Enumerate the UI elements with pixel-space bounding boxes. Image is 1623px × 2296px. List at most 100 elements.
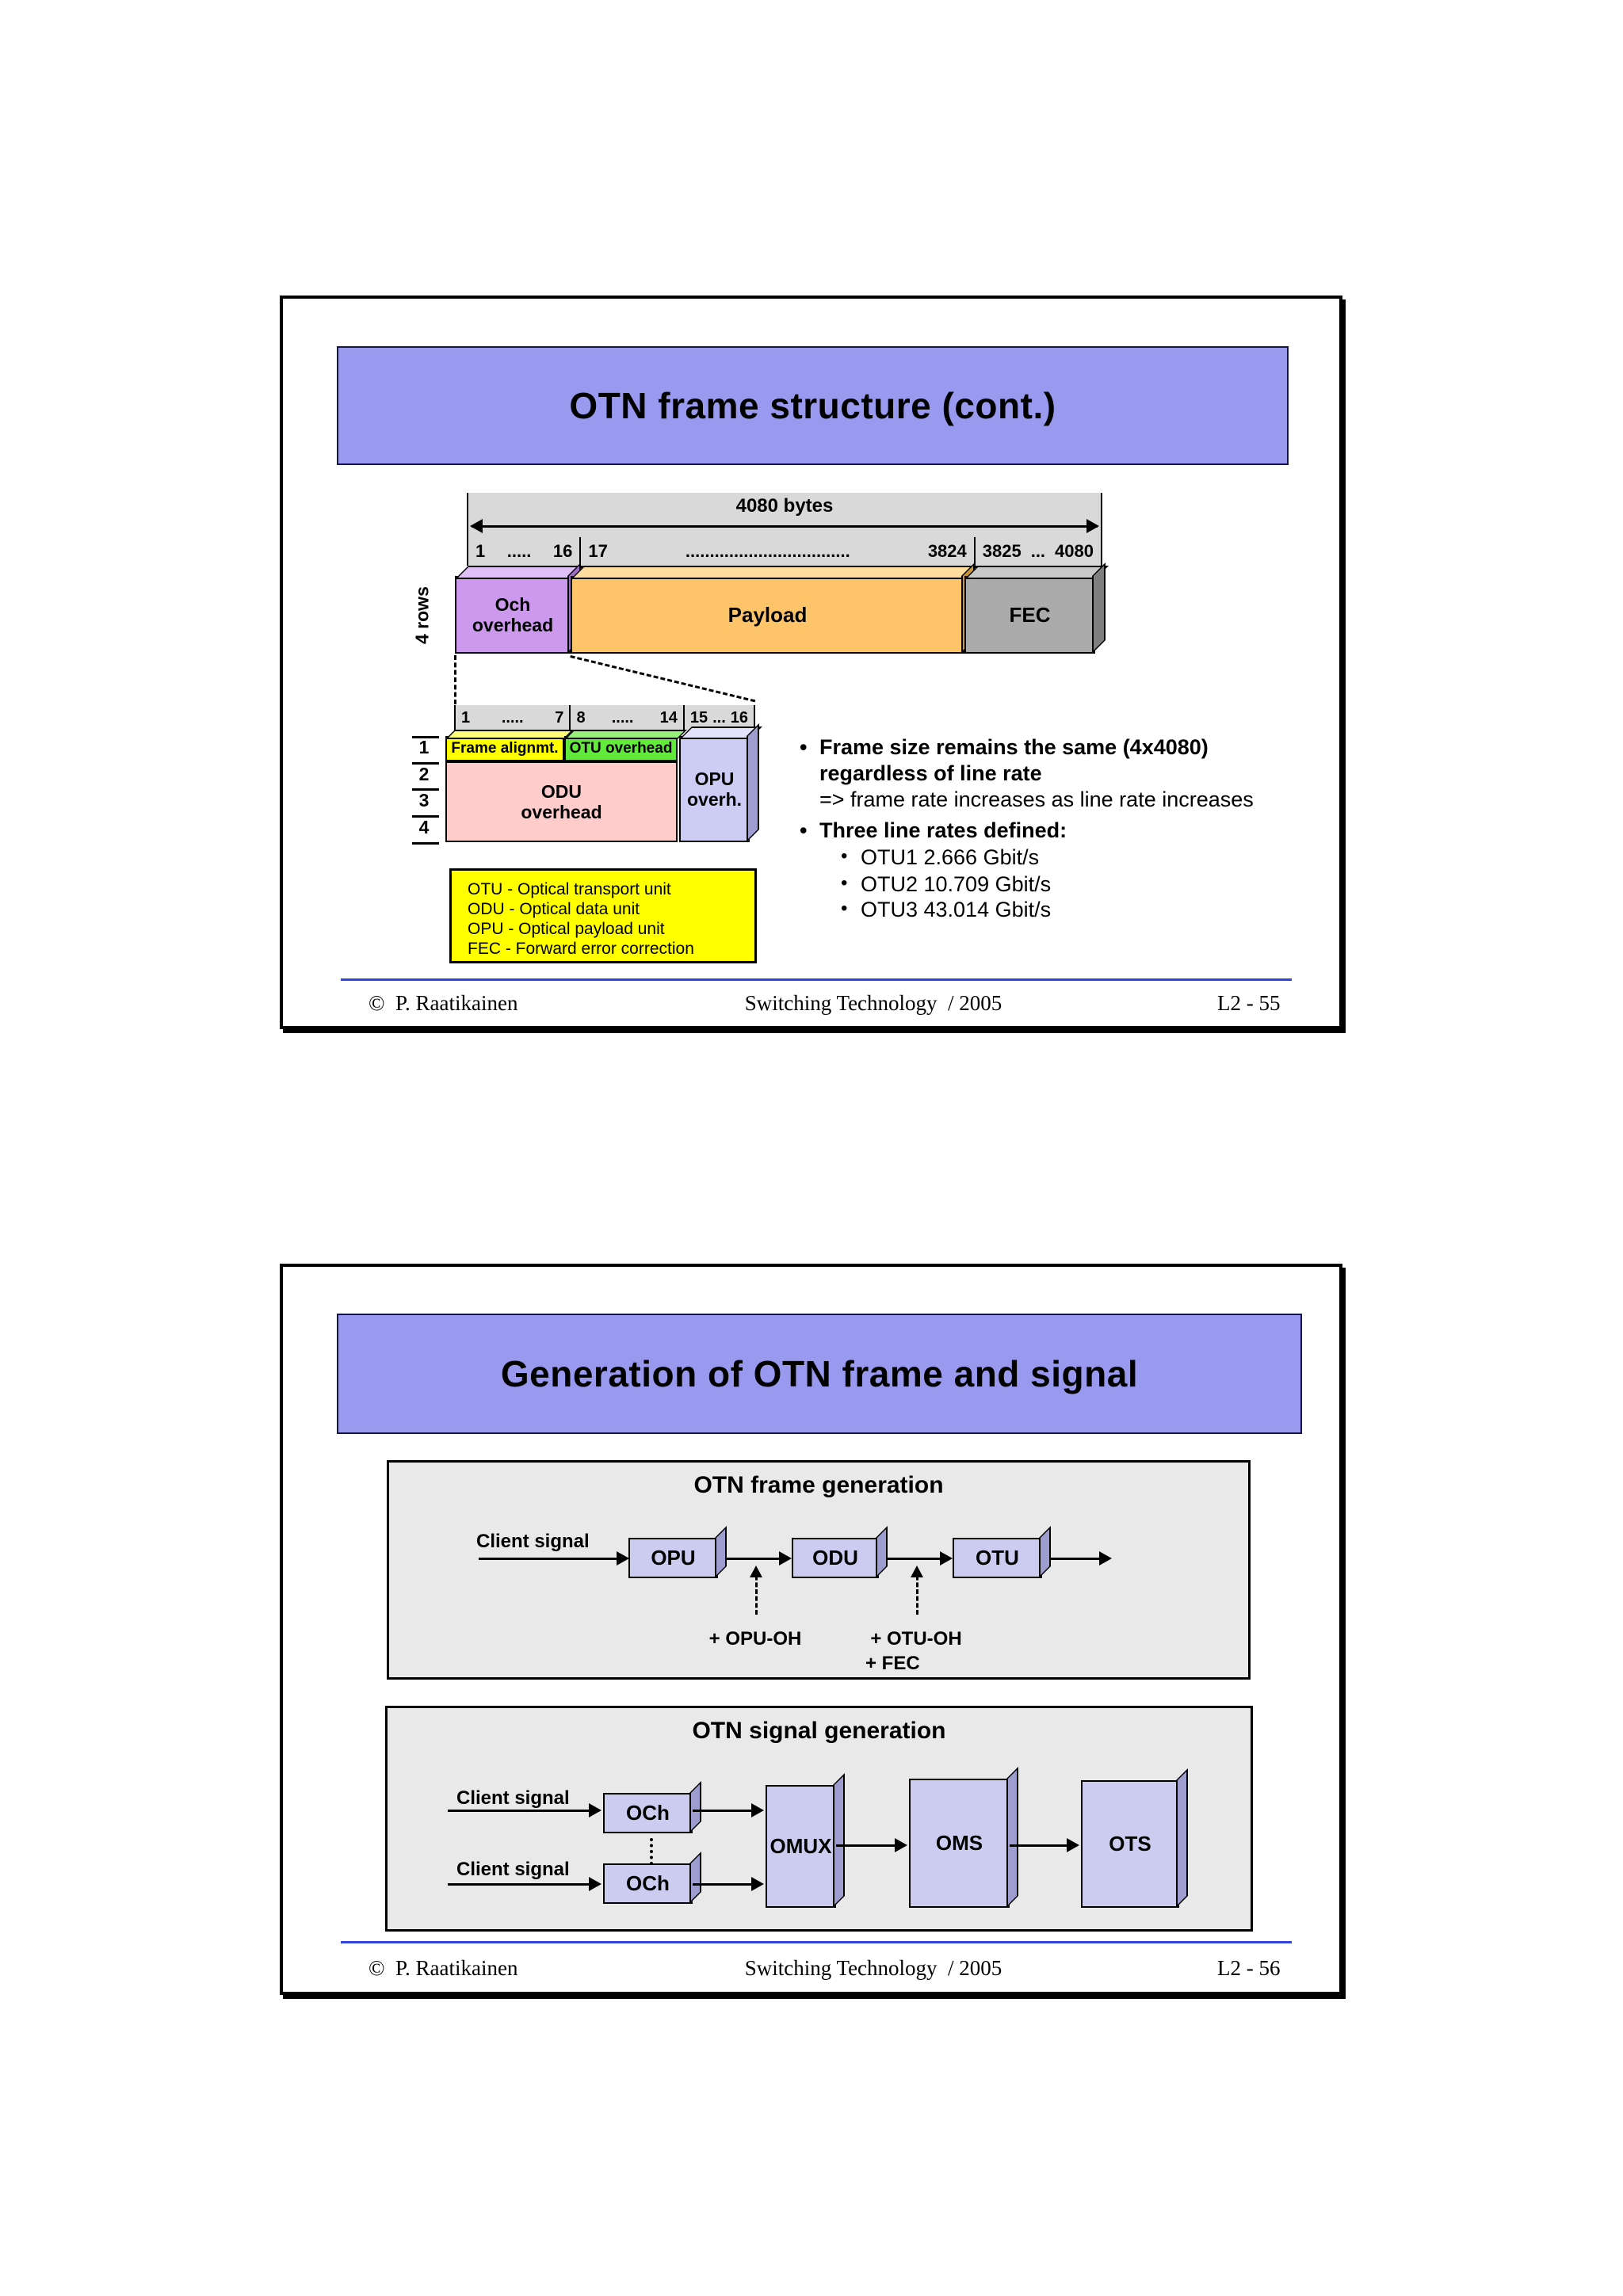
legend-fec: FEC - Forward error correction [468, 940, 694, 958]
slide2-title: Generation of OTN frame and signal [500, 1353, 1139, 1394]
row-tick [412, 762, 439, 765]
footer-author: © P. Raatikainen [369, 1956, 518, 1980]
footer-page-number: L2 - 56 [1217, 1956, 1281, 1980]
detail-seg2: 8 ..... 14 [569, 705, 682, 730]
add-otu-oh-label: + OTU-OH [870, 1628, 962, 1650]
oms-node: OMS [909, 1779, 1010, 1908]
seg1-dots: ..... [506, 541, 532, 561]
byte-ruler-seg1: 1 ..... 16 [468, 537, 579, 566]
footer-author: © P. Raatikainen [369, 991, 518, 1015]
footer-course: Switching Technology / 2005 [744, 1956, 1002, 1980]
och-ellipsis-dots [650, 1838, 653, 1865]
ots-node: OTS [1081, 1780, 1179, 1908]
odu-node: ODU [792, 1538, 879, 1578]
dseg2-end: 14 [659, 708, 678, 727]
seg2-end: 3824 [927, 541, 967, 561]
detail-seg1: 1 ..... 7 [456, 705, 569, 730]
arrow-opu-to-odu [718, 1551, 792, 1566]
footer-page-number: L2 - 55 [1217, 991, 1281, 1015]
slide-otn-generation: Generation of OTN frame and signal OTN f… [280, 1264, 1342, 1995]
legend-opu: OPU - Optical payload unit [468, 920, 665, 938]
byte-ruler: 4080 bytes 1 ..... 16 17 ...............… [467, 493, 1102, 566]
row-tick [412, 788, 439, 791]
dseg1-end: 7 [555, 708, 564, 727]
otn-frame-generation-panel: OTN frame generation Client signal OPU O… [387, 1460, 1251, 1680]
dseg1-start: 1 [461, 708, 471, 727]
frame-panel-title: OTN frame generation [693, 1472, 944, 1498]
four-rows-label: 4 rows [411, 586, 433, 645]
frame-alignment-box: Frame alignmt. [445, 736, 564, 761]
byte-ruler-total-label: 4080 bytes [735, 495, 834, 517]
arrow-och2-to-omux [693, 1877, 764, 1891]
client-signal-1-label: Client signal [456, 1787, 570, 1809]
arrow-och1-to-omux [693, 1803, 764, 1817]
omux-node: OMUX [766, 1785, 836, 1908]
row-number-3: 3 [418, 790, 430, 810]
row-tick [412, 815, 439, 818]
arrow-otu-out [1042, 1551, 1112, 1566]
bullet-otu1-rate: OTU1 2.666 Gbit/s [841, 845, 1039, 870]
client-signal-label: Client signal [476, 1531, 590, 1552]
footer-rule [341, 1941, 1292, 1943]
opu-node: OPU [628, 1538, 718, 1578]
och2-node: OCh [603, 1863, 693, 1904]
seg3-dots: ... [1030, 541, 1046, 561]
byte-ruler-span-arrow [470, 519, 1099, 533]
otu-node: OTU [953, 1538, 1042, 1578]
slide1-title-bar: OTN frame structure (cont.) [337, 346, 1289, 465]
client-signal-2-label: Client signal [456, 1859, 570, 1880]
dseg3-start: 15 [689, 708, 708, 727]
bullet-frame-size-1: Frame size remains the same (4x4080) [800, 735, 1209, 760]
signal-panel-title: OTN signal generation [692, 1718, 946, 1744]
och1-node: OCh [603, 1793, 693, 1833]
payload-box: Payload [571, 576, 964, 654]
zoom-connector-right-dashed-line [570, 655, 756, 703]
seg2-start: 17 [588, 541, 608, 561]
abbreviation-legend: OTU - Optical transport unit ODU - Optic… [449, 868, 757, 963]
overhead-detail-ruler: 1 ..... 7 8 ..... 14 15 ... 16 [454, 705, 755, 730]
slide2-title-bar: Generation of OTN frame and signal [337, 1314, 1302, 1434]
bullet-line-rates: Three line rates defined: [800, 818, 1067, 843]
seg1-start: 1 [475, 541, 486, 561]
dseg2-start: 8 [576, 708, 586, 727]
seg3-end: 4080 [1055, 541, 1094, 561]
och-overhead-box: Och overhead [455, 576, 571, 654]
otu-overhead-box: OTU overhead [564, 736, 678, 761]
byte-ruler-numbers: 1 ..... 16 17 ..........................… [468, 537, 1101, 566]
footer-rule [341, 978, 1292, 981]
arrow-client2-to-och2 [448, 1877, 601, 1891]
row-tick [412, 736, 439, 738]
detail-seg3: 15 ... 16 [682, 705, 754, 730]
bullet-otu3-rate: OTU3 43.014 Gbit/s [841, 898, 1051, 922]
seg1-end: 16 [552, 541, 573, 561]
dashed-arrow-opu-oh [750, 1566, 762, 1615]
legend-odu: ODU - Optical data unit [468, 900, 640, 918]
bullet-frame-size-2: regardless of line rate [819, 761, 1042, 785]
legend-otu: OTU - Optical transport unit [468, 880, 671, 898]
add-opu-oh-label: + OPU-OH [708, 1628, 802, 1650]
arrow-client1-to-och1 [448, 1803, 601, 1817]
add-fec-label: + FEC [865, 1653, 920, 1674]
otn-signal-generation-panel: OTN signal generation Client signal Clie… [385, 1706, 1253, 1932]
arrow-omux-to-oms [836, 1838, 907, 1852]
slide1-title: OTN frame structure (cont.) [569, 385, 1056, 426]
byte-ruler-seg2: 17 .................................. 38… [579, 537, 973, 566]
row-tick [412, 842, 439, 845]
dseg1-dots: ..... [501, 708, 524, 727]
arrow-odu-to-otu [879, 1551, 953, 1566]
dashed-arrow-otu-oh [911, 1566, 923, 1615]
seg3-start: 3825 [982, 541, 1022, 561]
row-number-4: 4 [418, 817, 430, 837]
bullet-frame-rate-note: => frame rate increases as line rate inc… [819, 788, 1254, 811]
fec-box: FEC [964, 576, 1095, 654]
row-number-2: 2 [418, 764, 430, 784]
odu-overhead-box: ODU overhead [445, 761, 678, 842]
byte-ruler-seg3: 3825 ... 4080 [973, 537, 1101, 566]
bullet-otu2-rate: OTU2 10.709 Gbit/s [841, 872, 1051, 897]
dseg3-dots: ... [712, 708, 726, 727]
dseg2-dots: ..... [611, 708, 634, 727]
row-number-1: 1 [418, 737, 430, 757]
footer-course: Switching Technology / 2005 [744, 991, 1002, 1015]
arrow-oms-to-ots [1010, 1838, 1079, 1852]
arrow-client-to-opu [479, 1551, 629, 1566]
